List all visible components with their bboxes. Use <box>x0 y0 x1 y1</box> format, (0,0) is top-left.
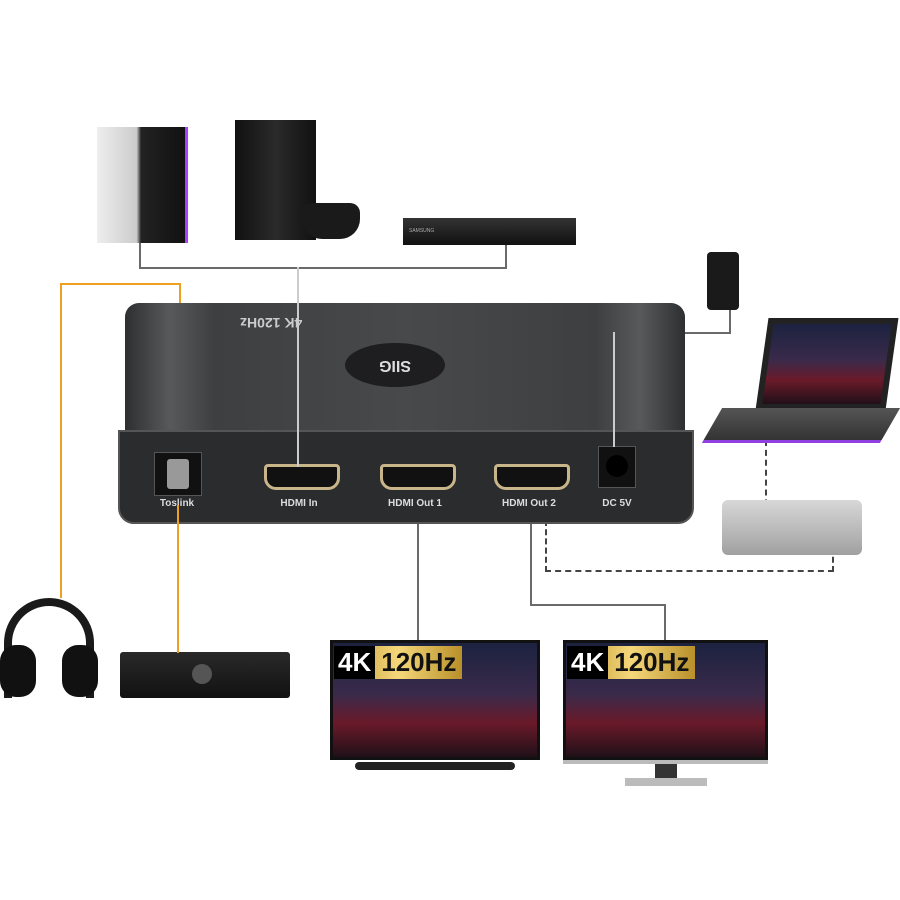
badge-4k: 4K <box>567 646 609 679</box>
hdmi-out2-cable <box>530 518 532 606</box>
toslink-label: Toslink <box>159 498 195 509</box>
amplifier <box>120 652 290 698</box>
toslink-cable <box>177 505 179 653</box>
power-cable <box>729 310 731 334</box>
tv-stand <box>355 762 515 770</box>
monitor-stand-neck <box>655 764 677 780</box>
hdmi-out2-port[interactable] <box>494 464 570 490</box>
hdmi-out2-label: HDMI Out 2 <box>502 498 556 509</box>
laptop-keyboard <box>701 408 900 443</box>
hdmi-in-label: HDMI In <box>280 498 318 509</box>
laptop-capture-cable <box>765 440 767 545</box>
hdmi-out2-cable-v <box>664 604 666 642</box>
game-controller <box>302 203 360 239</box>
siig-logo: SIIG <box>345 343 445 387</box>
blu-ray-player: SAMSUNG <box>403 218 576 245</box>
bluray-brand: SAMSUNG <box>409 228 435 234</box>
source-bus <box>139 267 507 269</box>
hdmi-out1-port[interactable] <box>380 464 456 490</box>
logo-text: SIIG <box>378 357 411 374</box>
laptop-screen <box>762 324 892 404</box>
badge-120hz: 120Hz <box>614 647 690 677</box>
gaming-pc <box>97 127 188 243</box>
switch-device-top: 4K 120Hz SIIG <box>125 303 685 433</box>
hdmi-in-cable <box>297 267 299 467</box>
dc-power-port[interactable] <box>598 446 636 488</box>
toslink-port[interactable] <box>154 452 202 496</box>
hdmi-out1-cable <box>417 518 419 642</box>
headphone-earcup-right <box>62 645 98 697</box>
headphone-audio-cable <box>60 283 181 285</box>
hdmi-out2-cable-h <box>530 604 666 606</box>
source-bus-left <box>139 243 141 269</box>
badge-120hz: 120Hz <box>381 647 457 677</box>
laptop <box>755 318 899 410</box>
monitor-stand-base <box>625 778 707 786</box>
top-marking: 4K 120Hz <box>240 315 303 331</box>
badge-4k: 4K <box>334 646 376 679</box>
headphone-earcup-left <box>0 645 36 697</box>
dc-5v-label: DC 5V <box>602 498 632 509</box>
capture-device <box>722 500 862 555</box>
power-adapter <box>707 252 739 310</box>
power-cable-v <box>613 332 615 447</box>
hdmi-in-port[interactable] <box>264 464 340 490</box>
switch-device-front: Toslink HDMI In HDMI Out 1 HDMI Out 2 DC… <box>118 430 694 524</box>
headphone-audio-cable-v1 <box>179 283 181 305</box>
hdmi-out1-label: HDMI Out 1 <box>388 498 442 509</box>
headphone-audio-cable-v2 <box>60 283 62 598</box>
source-bus-right <box>505 243 507 269</box>
